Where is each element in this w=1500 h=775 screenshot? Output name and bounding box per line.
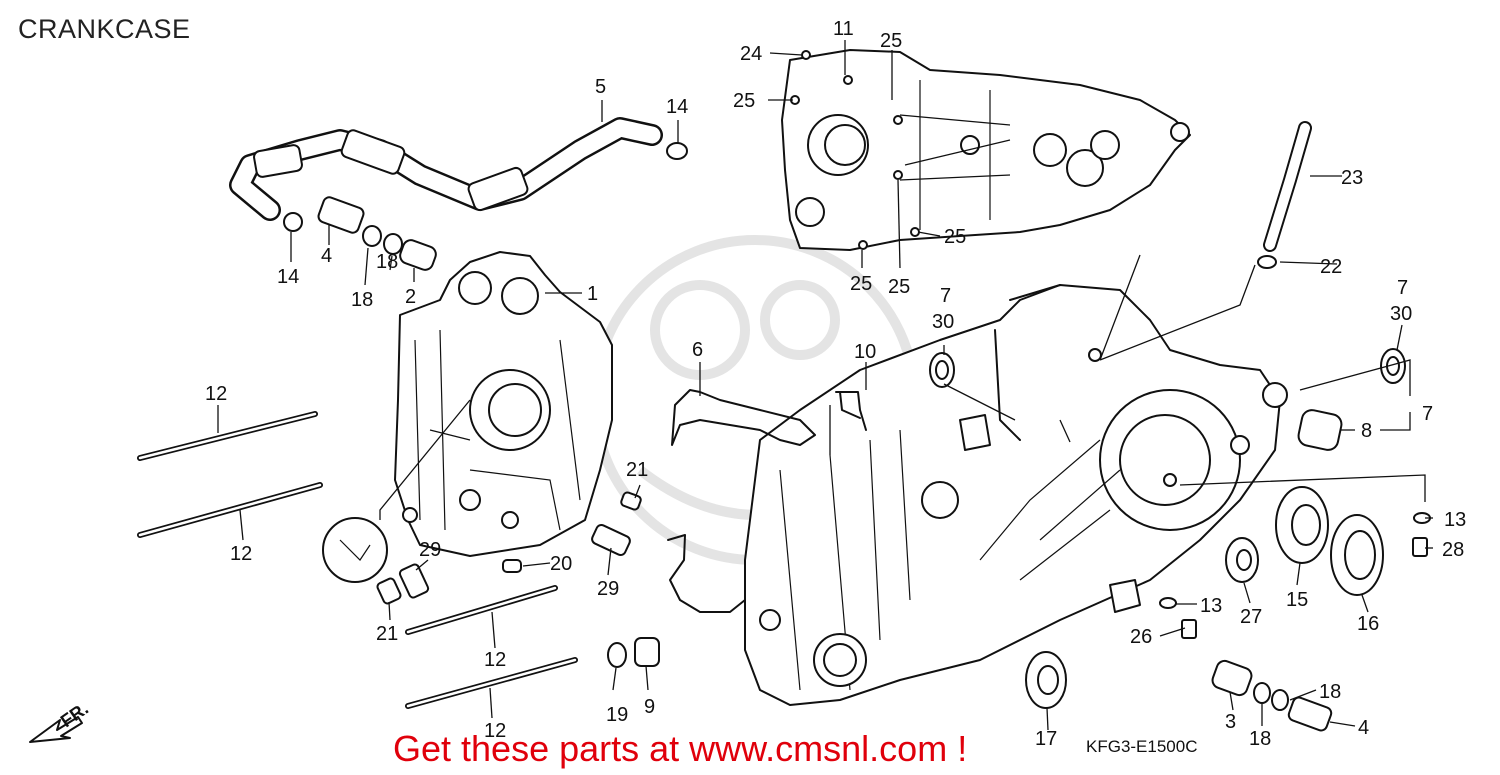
callout-18: 18 [1319,681,1341,703]
small-parts [29,142,1431,743]
callout-4: 4 [321,245,332,267]
callout-25: 25 [850,273,872,295]
callout-18: 18 [1249,728,1271,750]
callout-27: 27 [1240,606,1262,628]
callout-15: 15 [1286,589,1308,611]
callout-25: 25 [880,30,902,52]
diagram-code: KFG3-E1500C [1086,737,1198,756]
callout-8: 8 [1361,420,1372,442]
callout-2: 2 [405,286,416,308]
callout-21: 21 [376,623,398,645]
callout-14: 14 [666,96,688,118]
crankcase-cover [781,49,1191,251]
callout-7: 7 [940,285,951,307]
right-crankcase [744,284,1288,706]
callout-19: 19 [606,704,628,726]
callout-22: 22 [1320,256,1342,278]
callout-26: 26 [1130,626,1152,648]
callout-9: 9 [644,696,655,718]
callout-25: 25 [944,226,966,248]
callout-29: 29 [419,539,441,561]
callout-29: 29 [597,578,619,600]
leader-lines [217,40,1433,731]
callout-12: 12 [230,543,252,565]
gasket-lower [667,534,746,613]
callout-13: 13 [1444,509,1466,531]
tube-23 [1263,121,1312,252]
callout-16: 16 [1357,613,1379,635]
callout-10: 10 [854,341,876,363]
callout-30: 30 [932,311,954,333]
callout-14: 14 [277,266,299,288]
callout-1: 1 [587,283,598,305]
callout-4: 4 [1358,717,1369,739]
callout-25: 25 [888,276,910,298]
callout-12: 12 [484,720,506,742]
diagram-title: CRANKCASE [18,14,191,44]
callout-25: 25 [733,90,755,112]
breather-tube [229,117,663,221]
callout-17: 17 [1035,728,1057,750]
callout-18: 18 [351,289,373,311]
callout-5: 5 [595,76,606,98]
callout-21: 21 [626,459,648,481]
callout-12: 12 [205,383,227,405]
callout-20: 20 [550,553,572,575]
left-crankcase [322,251,613,583]
callout-24: 24 [740,43,762,65]
callout-23: 23 [1341,167,1363,189]
callout-13: 13 [1200,595,1222,617]
callout-11: 11 [833,18,854,40]
stud-bolts [137,411,578,709]
callout-12: 12 [484,649,506,671]
callout-3: 3 [1225,711,1236,733]
callout-28: 28 [1442,539,1464,561]
gasket-6 [671,389,816,446]
callout-6: 6 [692,339,703,361]
promo-banner: Get these parts at www.cmsnl.com ! [393,728,968,769]
callout-18: 18 [376,251,398,273]
callout-7: 7 [1397,277,1408,299]
callout-30: 30 [1390,303,1412,325]
callout-7: 7 [1422,403,1433,425]
